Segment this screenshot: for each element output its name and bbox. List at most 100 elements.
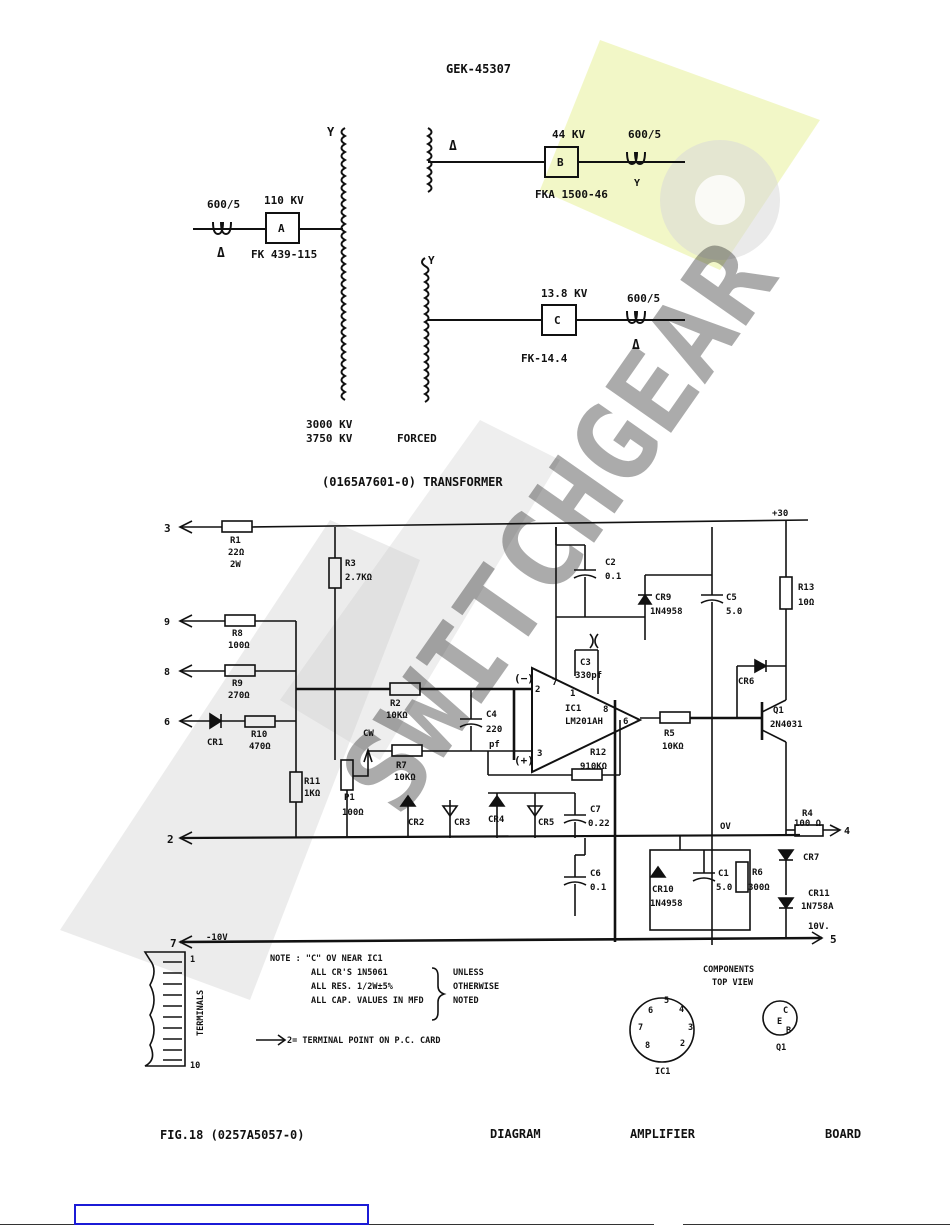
- q1-pin-e: E: [777, 1017, 782, 1027]
- r8-ref: R8: [232, 629, 243, 639]
- p1-value: 100Ω: [342, 808, 364, 818]
- r6-value: 300Ω: [748, 883, 770, 893]
- cr11-voltage: 10V.: [808, 922, 830, 932]
- doc-id: GEK-45307: [446, 62, 512, 76]
- ic1-pin-2: 2: [680, 1039, 685, 1049]
- ic1-bottom-label: IC1: [655, 1067, 670, 1077]
- b-ct-label: 600/5: [628, 128, 661, 141]
- r11-ref: R11: [304, 777, 320, 787]
- terminal-7: 7: [170, 937, 177, 950]
- b-box-label: B: [557, 156, 564, 169]
- terminal-2: 2: [167, 833, 174, 846]
- r2-ref: R2: [390, 699, 401, 709]
- a-ct-delta: Δ: [217, 246, 225, 261]
- svg-text:(−): (−): [514, 672, 534, 685]
- c1-ref: C1: [718, 869, 729, 879]
- r4-value: 100 Ω: [794, 819, 822, 829]
- rating-2: 3750 KV: [306, 432, 353, 445]
- ic1-ref: IC1: [565, 704, 581, 714]
- c4-value: 220: [486, 725, 502, 735]
- c6-ref: C6: [590, 869, 601, 879]
- pin-6: 6: [623, 717, 628, 727]
- terminal-3: 3: [164, 522, 171, 535]
- pin-7: 7: [552, 678, 557, 688]
- a-ct-label: 600/5: [207, 198, 240, 211]
- components-label: COMPONENTS: [703, 965, 754, 975]
- primary-winding: [340, 127, 348, 401]
- r12-ref: R12: [590, 748, 606, 758]
- link-box[interactable]: [74, 1204, 369, 1225]
- note-noted: NOTED: [453, 996, 479, 1006]
- q1-ref: Q1: [773, 706, 784, 716]
- r5-value: 10KΩ: [662, 742, 684, 752]
- cr9-ref: CR9: [655, 593, 671, 603]
- terminal-5: 5: [830, 933, 837, 946]
- cw-label: CW: [363, 729, 374, 739]
- b-delta-label: Δ: [449, 139, 457, 154]
- caption-amplifier: AMPLIFIER: [630, 1127, 696, 1141]
- bottom-rule-middle: [369, 1224, 654, 1225]
- plus30-label: +30: [772, 509, 788, 519]
- a-box-label: A: [278, 222, 285, 235]
- ov-label: OV: [720, 822, 731, 832]
- c3-ref: C3: [580, 658, 591, 668]
- cr10-part: 1N4958: [650, 899, 683, 909]
- c6-value: 0.1: [590, 883, 606, 893]
- pin-3: 3: [537, 749, 542, 759]
- ic1-part: LM201AH: [565, 717, 603, 727]
- c-model-label: FK-14.4: [521, 352, 568, 365]
- note-line2: ALL RES. 1/2W±5%: [311, 982, 394, 992]
- svg-text:(+): (+): [514, 754, 534, 767]
- b-model-label: FKA 1500-46: [535, 188, 608, 201]
- r10-value: 470Ω: [249, 742, 271, 752]
- figure-caption: FIG.18 (0257A5057-0): [160, 1128, 305, 1142]
- r12-value: 910KΩ: [580, 762, 608, 772]
- r3-value: 2.7KΩ: [345, 573, 373, 583]
- r3-ref: R3: [345, 559, 356, 569]
- note-line3: ALL CAP. VALUES IN MFD: [311, 996, 424, 1006]
- r7-value: 10KΩ: [394, 773, 416, 783]
- r10-ref: R10: [251, 730, 267, 740]
- c7-value: 0.22: [588, 819, 610, 829]
- c1-value: 5.0: [716, 883, 732, 893]
- r8-value: 100Ω: [228, 641, 250, 651]
- cr7-label: CR7: [803, 853, 819, 863]
- c-kv-label: 13.8 KV: [541, 287, 588, 300]
- forced-label: FORCED: [397, 432, 437, 445]
- a-kv-label: 110 KV: [264, 194, 304, 207]
- cr10-ref: CR10: [652, 885, 674, 895]
- ic1-pin-3: 3: [688, 1023, 693, 1033]
- cr1-label: CR1: [207, 738, 223, 748]
- c3-value: 330pf: [575, 671, 602, 681]
- terminal-8: 8: [164, 667, 170, 678]
- terminal-6: 6: [164, 717, 170, 728]
- ic1-pin-8: 8: [645, 1041, 650, 1051]
- bottom-rule-right: [683, 1224, 950, 1225]
- note-otherwise: OTHERWISE: [453, 982, 499, 992]
- transformer-caption: (0165A7601-0) TRANSFORMER: [322, 475, 503, 489]
- r1-ref: R1: [230, 536, 241, 546]
- c4-unit: pf: [489, 740, 500, 750]
- r4-ref: R4: [802, 809, 813, 819]
- c-ct-label: 600/5: [627, 292, 660, 305]
- rating-1: 3000 KV: [306, 418, 353, 431]
- note-line1: ALL CR'S 1N5061: [311, 968, 388, 978]
- c2-ref: C2: [605, 558, 616, 568]
- c-wye-label: Y: [428, 254, 435, 267]
- q1-pin-b: B: [786, 1026, 791, 1036]
- terminal-strip-last: 10: [190, 1061, 200, 1071]
- terminals-label: TERMINALS: [196, 990, 206, 1036]
- pin-1: 1: [570, 689, 575, 699]
- c-box-label: C: [554, 314, 561, 327]
- cr11-part: 1N758A: [801, 902, 834, 912]
- c7-ref: C7: [590, 805, 601, 815]
- terminal-4: 4: [844, 826, 850, 837]
- caption-diagram: DIAGRAM: [490, 1127, 541, 1141]
- c5-value: 5.0: [726, 607, 742, 617]
- ic1-pin-6: 6: [648, 1006, 653, 1016]
- cr9-part: 1N4958: [650, 607, 683, 617]
- ic1-pin-5: 5: [664, 996, 669, 1006]
- q1-bottom-label: Q1: [776, 1043, 786, 1053]
- note-title: NOTE : "C" OV NEAR IC1: [270, 954, 383, 964]
- terminal-9: 9: [164, 617, 170, 628]
